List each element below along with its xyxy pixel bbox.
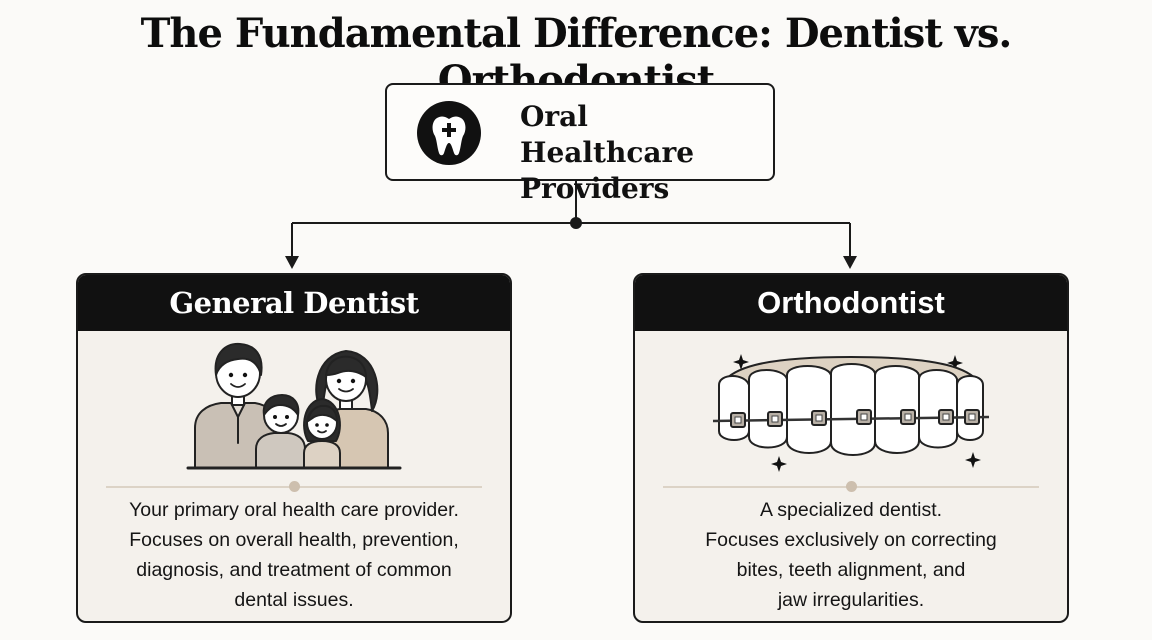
braces-teeth-icon — [712, 354, 990, 472]
description-line: diagnosis, and treatment of common — [136, 559, 452, 581]
page-title: The Fundamental Difference: Dentist vs. … — [140, 10, 1013, 104]
arrow-down-icon — [843, 256, 857, 269]
card-title: General Dentist — [78, 275, 510, 331]
description-line: Focuses exclusively on correcting — [705, 529, 997, 551]
card-title: Orthodontist — [635, 275, 1067, 331]
sparkle-icon — [771, 456, 787, 472]
tooth-cross-icon — [417, 101, 481, 165]
description-line: bites, teeth alignment, and — [736, 559, 966, 581]
root-label-line: Providers — [520, 172, 670, 205]
sparkle-icon — [947, 355, 963, 371]
description-line: Your primary oral health care provider. — [129, 499, 459, 521]
card-divider — [106, 481, 482, 493]
arrow-down-icon — [285, 256, 299, 269]
sparkle-icon — [733, 354, 749, 370]
root-label: Oral Healthcare Providers — [520, 99, 760, 207]
root-node: Oral Healthcare Providers — [385, 83, 775, 205]
family-icon — [186, 342, 402, 470]
root-label-line: Oral Healthcare — [520, 100, 695, 169]
general-dentist-card: General Dentist — [76, 273, 512, 623]
description-line: A specialized dentist. — [759, 499, 943, 521]
description-line: dental issues. — [234, 589, 354, 611]
description-line: Focuses on overall health, prevention, — [129, 529, 459, 551]
orthodontist-card: Orthodontist — [633, 273, 1069, 623]
card-description: Your primary oral health care provider. … — [90, 495, 498, 615]
card-divider — [663, 481, 1039, 493]
description-line: jaw irregularities. — [777, 589, 925, 611]
card-description: A specialized dentist. Focuses exclusive… — [647, 495, 1055, 615]
sparkle-icon — [965, 452, 981, 468]
